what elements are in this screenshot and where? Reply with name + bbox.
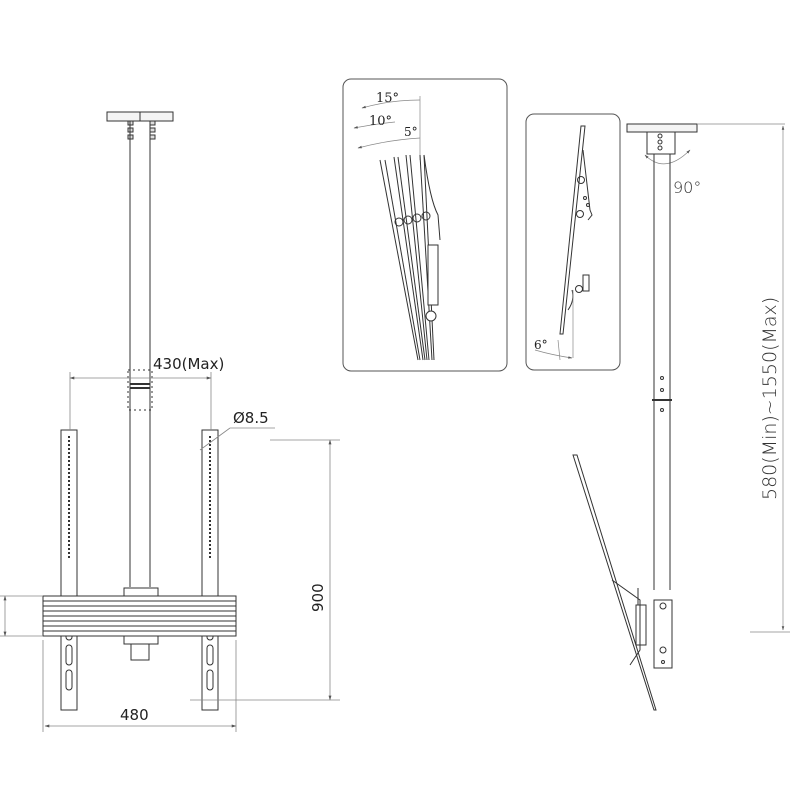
tilt-detail-panel: 15° 10° 5° (342, 78, 508, 372)
dimension-label-top-width: 430(Max) (153, 355, 224, 373)
tilt-angle-10: 10° (369, 114, 392, 129)
ceiling-plate (106, 111, 174, 140)
right-rail (201, 429, 219, 711)
forward-tilt-panel: 6° (525, 113, 621, 371)
dimension-label-bottom-width: 480 (120, 706, 149, 724)
tilt-angle-5: 5° (404, 125, 418, 139)
dimension-label-hole-diameter: Ø8.5 (233, 409, 269, 427)
side-ceiling-plate (626, 123, 698, 165)
length-range-label: 580(Min)~1550(Max) (759, 297, 781, 500)
side-dimensions (697, 123, 790, 633)
dimension-label-height: 900 (309, 583, 327, 612)
left-rail (60, 429, 78, 711)
side-view (572, 123, 698, 711)
front-view (42, 111, 237, 711)
front-dimensions (0, 372, 340, 732)
horizontal-bar (42, 587, 237, 661)
pole (127, 121, 153, 587)
tilt-angle-15: 15° (376, 91, 399, 106)
forward-tilt-angle: 6° (534, 338, 548, 352)
rotation-angle: 90° (673, 178, 701, 197)
